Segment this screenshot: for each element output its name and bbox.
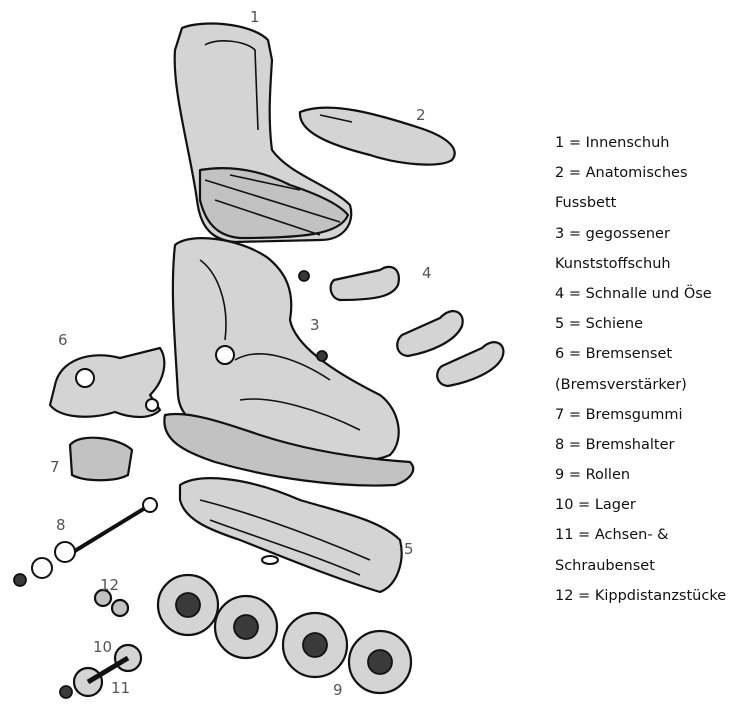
legend-item-5: 5 = Schiene: [555, 309, 726, 339]
part-number-12: 12: [100, 576, 119, 594]
brake-set-part: [50, 348, 164, 417]
part-number-2: 2: [416, 106, 426, 124]
legend-number: 1: [555, 135, 564, 151]
legend-number: 6: [555, 346, 564, 362]
legend-text: Kunststoffschuh: [555, 256, 671, 272]
legend-text: Fussbett: [555, 195, 616, 211]
legend-item-2: 2 = Anatomisches: [555, 158, 726, 188]
legend-number: 4: [555, 286, 564, 302]
legend-number: 8: [555, 437, 564, 453]
brake-pad-part: [70, 438, 132, 481]
wheel-parts: [158, 575, 411, 693]
legend-text: Kippdistanzstücke: [595, 588, 726, 604]
part-number-11: 11: [111, 679, 130, 697]
legend-text: Anatomisches: [586, 165, 688, 181]
part-number-4: 4: [422, 264, 432, 282]
legend-number: 2: [555, 165, 564, 181]
legend-text: Bremshalter: [586, 437, 675, 453]
legend-item-10: 10 = Lager: [555, 490, 726, 520]
legend-text: Rollen: [586, 467, 630, 483]
legend-number: 7: [555, 407, 564, 423]
part-number-8: 8: [56, 516, 66, 534]
legend-item-6: 6 = Bremsenset: [555, 339, 726, 369]
legend-number: 5: [555, 316, 564, 332]
part-number-3: 3: [310, 316, 320, 334]
legend-text: Schiene: [586, 316, 643, 332]
legend-number: 12: [555, 588, 573, 604]
part-number-1: 1: [250, 8, 260, 26]
footbed-part: [300, 108, 455, 165]
part-number-9: 9: [333, 681, 343, 699]
part-number-6: 6: [58, 331, 68, 349]
legend-text: Bremsenset: [586, 346, 672, 362]
legend-item-1: 1 = Innenschuh: [555, 128, 726, 158]
legend-number: 9: [555, 467, 564, 483]
legend-item-4: 4 = Schnalle und Öse: [555, 279, 726, 309]
frame-part: [180, 478, 402, 592]
legend-text: Innenschuh: [586, 135, 670, 151]
legend-item-3: 3 = gegossener: [555, 219, 726, 249]
legend-item-11-continued: Schraubenset: [555, 551, 726, 581]
legend-number: 11: [555, 527, 573, 543]
legend-text: Schraubenset: [555, 558, 655, 574]
part-number-5: 5: [404, 540, 414, 558]
legend-text: Lager: [595, 497, 636, 513]
legend-item-6-continued: (Bremsverstärker): [555, 370, 726, 400]
part-number-10: 10: [93, 638, 112, 656]
legend-number: 10: [555, 497, 573, 513]
legend-item-9: 9 = Rollen: [555, 460, 726, 490]
legend-item-3-continued: Kunststoffschuh: [555, 249, 726, 279]
legend-text: gegossener: [586, 226, 670, 242]
buckle-parts: [331, 267, 504, 386]
legend-text: Achsen- &: [595, 527, 669, 543]
legend-text: (Bremsverstärker): [555, 377, 687, 393]
legend-item-11: 11 = Achsen- &: [555, 520, 726, 550]
part-number-7: 7: [50, 458, 60, 476]
parts-legend: 1 = Innenschuh 2 = Anatomisches Fussbett…: [555, 128, 726, 611]
legend-item-2-continued: Fussbett: [555, 188, 726, 218]
legend-item-7: 7 = Bremsgummi: [555, 400, 726, 430]
axle-part: [14, 498, 157, 586]
legend-text: Bremsgummi: [586, 407, 683, 423]
legend-text: Schnalle und Öse: [586, 286, 712, 302]
legend-item-12: 12 = Kippdistanzstücke: [555, 581, 726, 611]
legend-item-8: 8 = Bremshalter: [555, 430, 726, 460]
legend-number: 3: [555, 226, 564, 242]
